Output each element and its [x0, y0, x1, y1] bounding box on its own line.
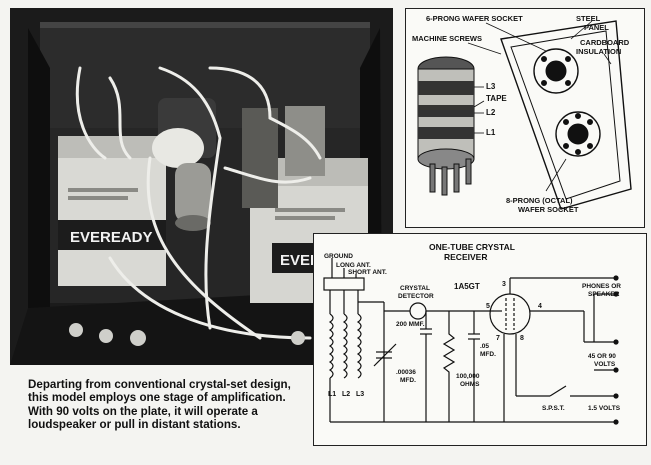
photo-caption: Departing from conventional crystal-set … [28, 378, 308, 432]
six-prong-socket [533, 48, 579, 94]
crystal-label: CRYSTAL [400, 285, 430, 292]
long-ant-label: LONG ANT. [336, 262, 371, 269]
coil-l1-schematic: L1 [328, 391, 336, 398]
coil-l3-schematic: L3 [356, 391, 364, 398]
machine-screws-label: MACHINE SCREWS [412, 34, 482, 43]
caption-line: loudspeaker or pull in distant stations. [28, 418, 241, 432]
cap-00036-label: .00036 [396, 369, 416, 376]
phones-label: PHONES OR [582, 283, 621, 290]
left-battery-brand: EVEREADY [70, 229, 153, 246]
socket-diagram: 6-PRONG WAFER SOCKET STEEL PANEL MACHINE… [405, 8, 645, 228]
phones-label-2: SPEAKER [588, 291, 620, 298]
cardboard-label-2: INSULATION [576, 47, 621, 56]
coil-form [417, 56, 475, 196]
short-ant-label: SHORT ANT. [348, 269, 387, 276]
pin-3-label: 3 [502, 281, 506, 288]
octal-socket-label-2: WAFER SOCKET [518, 205, 579, 214]
resistor-label: 100,000 [456, 373, 480, 380]
volts-45-label-2: VOLTS [594, 361, 616, 368]
pin-5-label: 5 [486, 303, 490, 310]
pin-8-label: 8 [520, 335, 524, 342]
wiring [75, 66, 322, 340]
tube-label: 1A5GT [454, 282, 480, 291]
front-terminals [69, 323, 305, 346]
ground-label: GROUND [324, 253, 353, 260]
caption-line: Departing from conventional crystal-set … [28, 378, 291, 391]
caption-line: With 90 volts on the plate, it will oper… [28, 404, 258, 418]
tape-label: TAPE [486, 94, 507, 103]
steel-panel-label: STEEL [576, 14, 601, 23]
volts-45-label: 45 OR 90 [588, 353, 616, 360]
left-battery: EVEREADY [58, 136, 166, 286]
octal-socket [555, 111, 601, 157]
resistor-label-2: OHMS [460, 381, 480, 388]
vacuum-tube [152, 98, 216, 231]
schematic-title: ONE-TUBE CRYSTAL [429, 242, 515, 252]
cap-05-label-2: MFD. [480, 351, 496, 358]
pin-4-label: 4 [538, 303, 542, 310]
coil-l3-label: L3 [486, 82, 496, 91]
coil-l1-label: L1 [486, 128, 496, 137]
volts-15-label: 1.5 VOLTS [588, 405, 621, 412]
pin-7-label: 7 [496, 335, 500, 342]
octal-socket-label: 8-PRONG (OCTAL) [506, 196, 573, 205]
schematic-diagram: ONE-TUBE CRYSTAL RECEIVER GROUND LONG AN… [313, 233, 647, 446]
schematic-title-2: RECEIVER [444, 252, 487, 262]
steel-panel-label-2: PANEL [584, 23, 609, 32]
schematic-wiring [323, 258, 619, 425]
coil-l2-label: L2 [486, 108, 496, 117]
cap-05-label: .05 [480, 343, 489, 350]
crystal-label-2: DETECTOR [398, 293, 434, 300]
caption-line: this model employs one stage of amplific… [28, 391, 286, 405]
steel-panel-outline [500, 20, 632, 210]
cap-200-label: 200 MMF. [396, 321, 425, 328]
six-prong-socket-label: 6-PRONG WAFER SOCKET [426, 14, 523, 23]
cap-00036-label-2: MFD. [400, 377, 416, 384]
spst-label: S.P.S.T. [542, 405, 565, 412]
coil-l2-schematic: L2 [342, 391, 350, 398]
cardboard-label: CARDBOARD [580, 38, 630, 47]
